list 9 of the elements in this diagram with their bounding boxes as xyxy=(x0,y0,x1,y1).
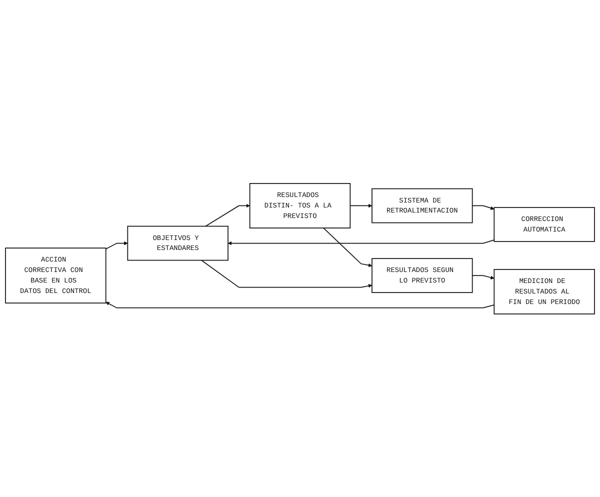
arrow xyxy=(472,205,494,210)
arrow xyxy=(106,302,495,308)
arrow xyxy=(228,239,495,245)
arrow xyxy=(472,274,494,280)
arrow xyxy=(105,241,128,250)
arrow xyxy=(322,227,372,267)
arrow xyxy=(350,204,372,208)
arrow xyxy=(205,204,250,226)
arrow xyxy=(200,260,372,288)
